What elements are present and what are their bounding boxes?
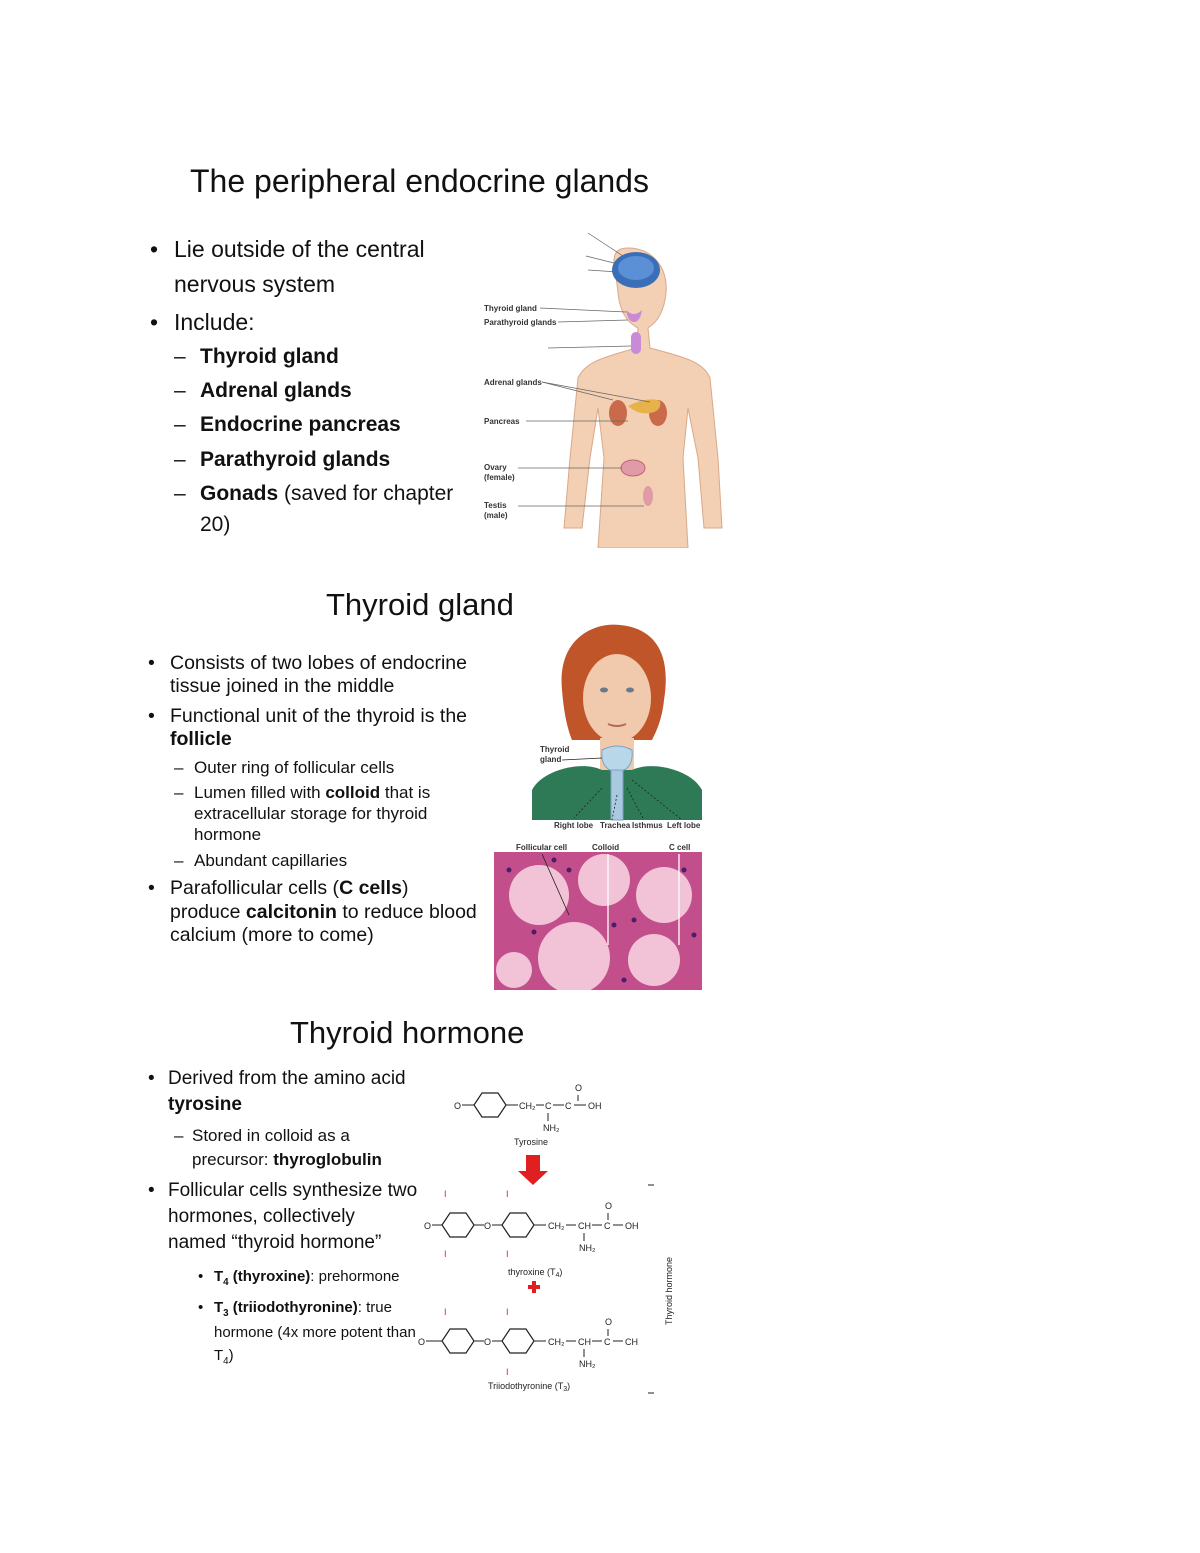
- label-pancreas: Pancreas: [484, 417, 520, 426]
- list-item-adrenal: Adrenal glands: [174, 376, 470, 407]
- svg-text:CH₂: CH₂: [519, 1101, 536, 1111]
- svg-text:O: O: [484, 1221, 491, 1231]
- list-item-t3: T3 (triiodothyronine): true hormone (4x …: [198, 1296, 418, 1369]
- svg-text:O: O: [424, 1221, 431, 1231]
- svg-text:CH: CH: [578, 1221, 591, 1231]
- section2-list: Consists of two lobes of endocrine tissu…: [148, 652, 478, 947]
- down-arrow-icon: [518, 1155, 548, 1185]
- svg-text:O: O: [605, 1317, 612, 1327]
- svg-text:C: C: [604, 1221, 611, 1231]
- svg-text:O: O: [605, 1201, 612, 1211]
- label-triiodothyronine: Triiodothyronine (T3): [488, 1381, 570, 1393]
- list-item: Outer ring of follicular cells: [174, 758, 478, 779]
- svg-text:I: I: [444, 1189, 447, 1199]
- label-parathyroid: Parathyroid glands: [484, 318, 557, 327]
- svg-text:CH: CH: [578, 1337, 591, 1347]
- svg-text:I: I: [506, 1307, 509, 1317]
- svg-text:O: O: [575, 1083, 582, 1093]
- label-thyroxine: thyroxine (T4): [508, 1267, 562, 1279]
- svg-text:O: O: [418, 1337, 425, 1347]
- list-item: Derived from the amino acid tyrosine: [148, 1066, 418, 1118]
- svg-text:O: O: [484, 1337, 491, 1347]
- svg-text:I: I: [444, 1307, 447, 1317]
- label-follicular-cell: Follicular cell: [516, 843, 567, 852]
- label-colloid: Colloid: [592, 843, 619, 852]
- label-adrenal: Adrenal glands: [484, 378, 542, 387]
- svg-text:CH: CH: [625, 1337, 638, 1347]
- follicle-sublist: Outer ring of follicular cells Lumen fil…: [174, 758, 478, 872]
- svg-text:OH: OH: [588, 1101, 602, 1111]
- tyrosine-structure: O CH₂ C C OH O NH₂ Tyrosine: [454, 1083, 602, 1147]
- list-item: Lumen filled with colloid that is extrac…: [174, 783, 478, 845]
- label-isthmus: Isthmus: [632, 821, 663, 830]
- list-item: Parafollicular cells (C cells) produce c…: [148, 877, 478, 947]
- list-item: Include:: [150, 305, 470, 340]
- label-ovary-sub: (female): [484, 473, 515, 482]
- svg-text:NH₂: NH₂: [543, 1123, 560, 1133]
- svg-text:I: I: [444, 1249, 447, 1259]
- thyroxine-structure: O O CH₂ CH C OH O NH₂ I I I I thyroxine …: [424, 1189, 639, 1279]
- svg-text:I: I: [506, 1367, 509, 1377]
- svg-text:CH₂: CH₂: [548, 1337, 565, 1347]
- gland-list: Thyroid gland Adrenal glands Endocrine p…: [174, 342, 470, 541]
- list-item: Consists of two lobes of endocrine tissu…: [148, 652, 478, 699]
- plus-icon: [528, 1281, 540, 1293]
- label-c-cell: C cell: [669, 843, 690, 852]
- svg-text:NH₂: NH₂: [579, 1243, 596, 1253]
- svg-text:CH₂: CH₂: [548, 1221, 565, 1231]
- svg-text:I: I: [506, 1189, 509, 1199]
- label-left-lobe: Left lobe: [667, 821, 701, 830]
- list-item-thyroid: Thyroid gland: [174, 342, 470, 373]
- label-thyroid-gland: Thyroid gland: [484, 304, 537, 313]
- thyroid-histology-figure: Follicular cell Colloid C cell: [494, 840, 702, 990]
- label-testis-sub: (male): [484, 511, 508, 520]
- list-item: Abundant capillaries: [174, 851, 478, 872]
- list-item: Lie outside of the central nervous syste…: [150, 232, 470, 301]
- section-title-thyroid-gland: Thyroid gland: [326, 587, 514, 622]
- tyrosine-sublist: Stored in colloid as a precursor: thyrog…: [174, 1124, 418, 1172]
- thyroid-hormone-structures: O CH₂ C C OH O NH₂ Tyrosine O O CH₂ CH C…: [418, 1083, 674, 1394]
- svg-text:C: C: [604, 1337, 611, 1347]
- list-item: Functional unit of the thyroid is the fo…: [148, 705, 478, 752]
- list-item-t4: T4 (thyroxine): prehormone: [198, 1265, 418, 1290]
- section-title-peripheral-glands: The peripheral endocrine glands: [190, 163, 649, 199]
- svg-text:C: C: [545, 1101, 552, 1111]
- list-item-parathyroid: Parathyroid glands: [174, 445, 470, 476]
- triiodothyronine-structure: O O CH₂ CH C CH O NH₂ I I I Triiodothyro…: [418, 1307, 638, 1393]
- svg-text:C: C: [565, 1101, 572, 1111]
- label-thyroid: Thyroid: [540, 745, 569, 754]
- label-right-lobe: Right lobe: [554, 821, 594, 830]
- list-item: Stored in colloid as a precursor: thyrog…: [174, 1124, 418, 1172]
- svg-text:I: I: [506, 1249, 509, 1259]
- label-tyrosine: Tyrosine: [514, 1137, 548, 1147]
- endocrine-body-figure: Thyroid gland Parathyroid glands Adrenal…: [484, 232, 723, 548]
- label-trachea: Trachea: [600, 821, 631, 830]
- label-thyroid-hormone-vertical: Thyroid hormone: [664, 1257, 674, 1325]
- svg-text:OH: OH: [625, 1221, 639, 1231]
- section3-list: Derived from the amino acid tyrosine Sto…: [148, 1066, 418, 1369]
- hormone-sublist: T4 (thyroxine): prehormone T3 (triiodoth…: [198, 1265, 418, 1370]
- list-item: Follicular cells synthesize two hormones…: [148, 1178, 418, 1257]
- list-item-gonads: Gonads (saved for chapter 20): [174, 479, 470, 540]
- section-title-thyroid-hormone: Thyroid hormone: [290, 1015, 525, 1050]
- list-item-pancreas: Endocrine pancreas: [174, 410, 470, 441]
- label-testis: Testis: [484, 501, 507, 510]
- thyroid-neck-figure: Thyroid gland Right lobe Trachea Isthmus…: [532, 624, 702, 830]
- svg-text:NH₂: NH₂: [579, 1359, 596, 1369]
- label-gland: gland: [540, 755, 561, 764]
- section1-list: Lie outside of the central nervous syste…: [150, 232, 470, 540]
- svg-text:O: O: [454, 1101, 461, 1111]
- label-ovary: Ovary: [484, 463, 507, 472]
